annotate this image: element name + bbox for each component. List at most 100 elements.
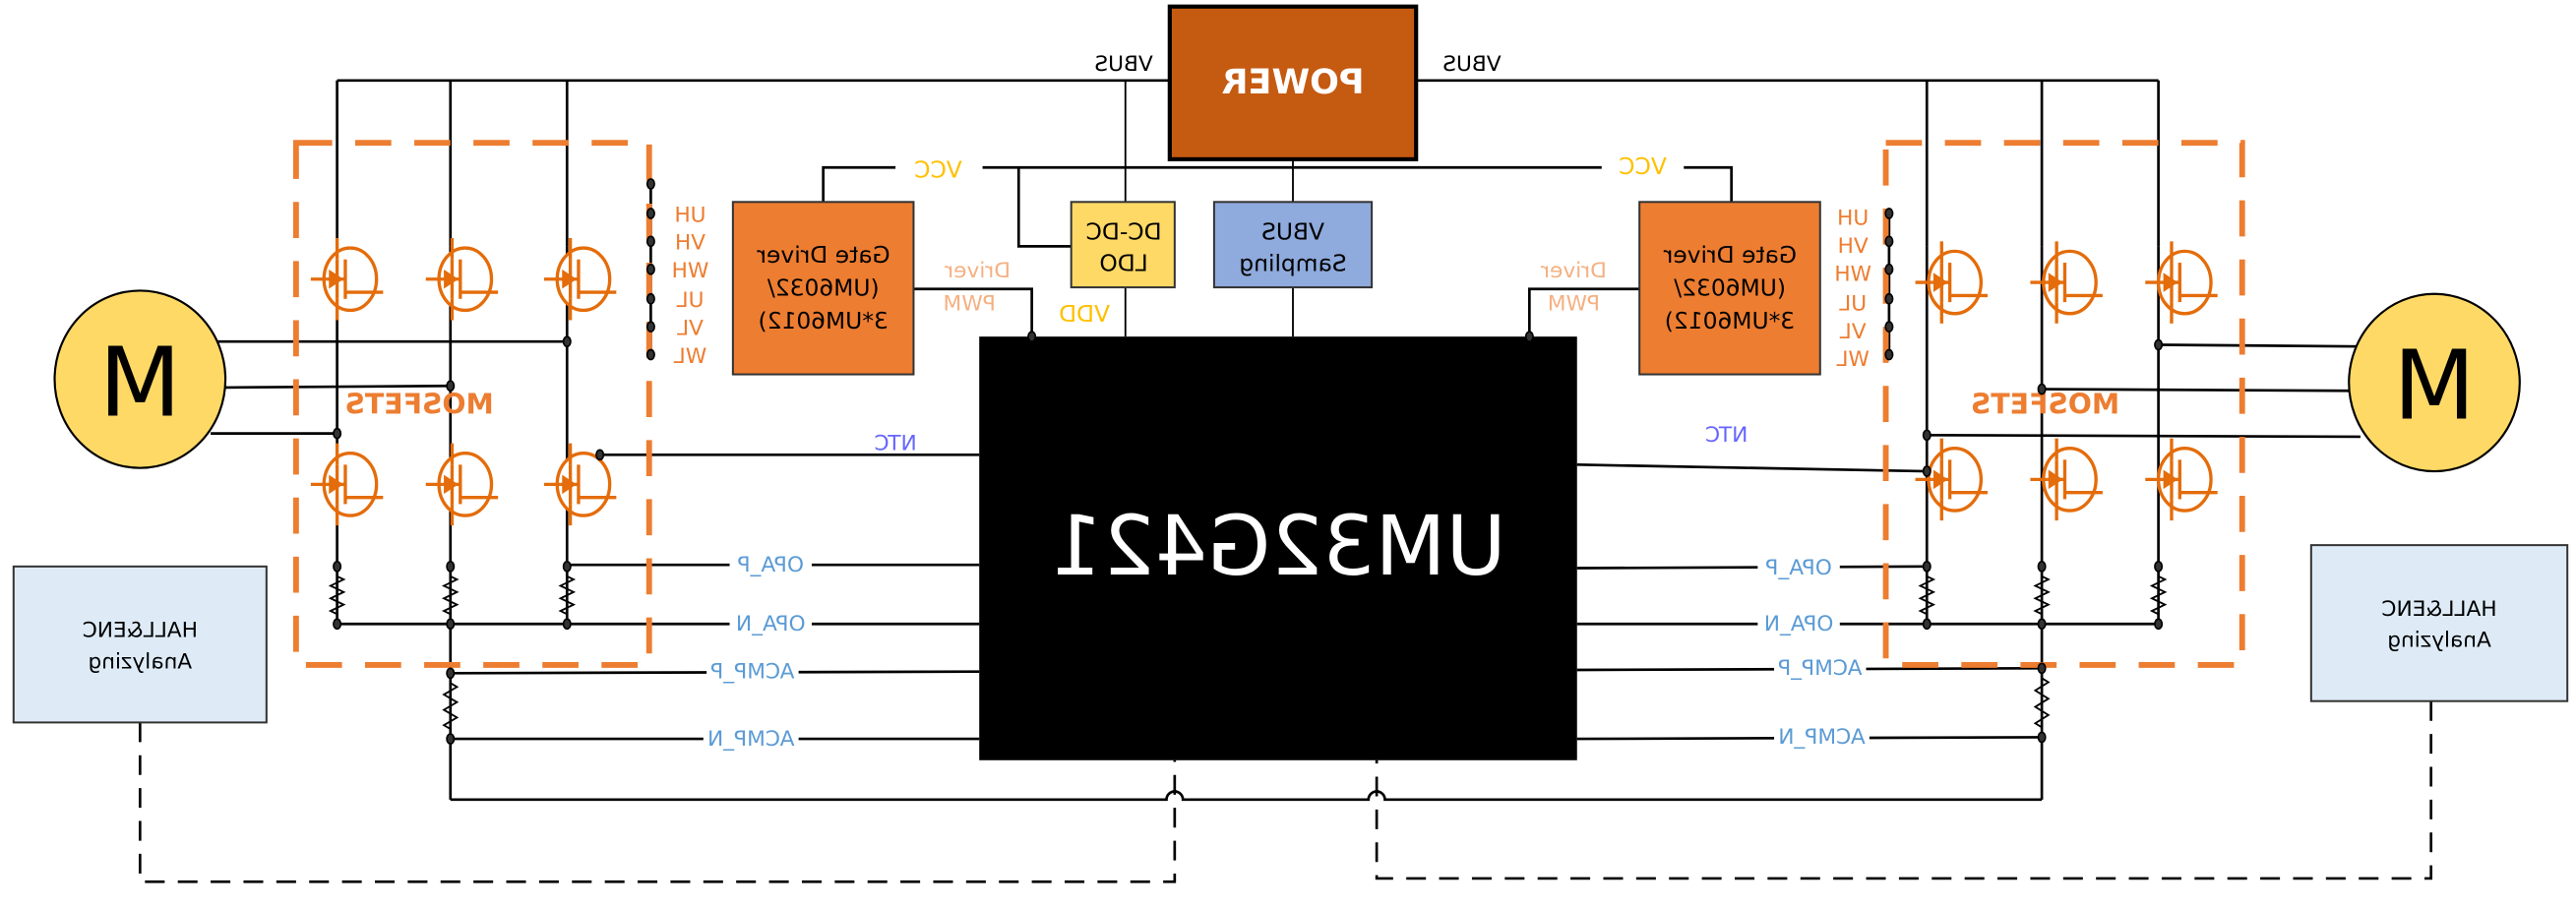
driver-label-right: Driver: [1541, 259, 1607, 283]
vbus-sampling-line1: VBUS: [1261, 218, 1324, 246]
junction-dot: [2037, 618, 2047, 631]
junction-dot: [2037, 560, 2047, 573]
mosfet-icon: [310, 443, 384, 526]
junction-dot: [645, 263, 655, 275]
resistor-icon: [2149, 566, 2168, 625]
junction-dot: [1922, 465, 1932, 477]
junction-dot: [595, 449, 605, 461]
junction-dot: [446, 733, 456, 745]
mosfet-icon: [425, 443, 499, 526]
resistor-icon: [1918, 566, 1936, 625]
junction-dot: [645, 348, 655, 361]
gate-driver-right: [1638, 201, 1821, 376]
pin-uh-right: UH: [1837, 207, 1869, 231]
mosfet-icon: [425, 238, 499, 321]
motor-right: [2348, 292, 2521, 473]
gate-driver-left-line3: 3*UM6012): [758, 307, 888, 334]
junction-dot: [1884, 321, 1894, 333]
junction-dot: [1884, 348, 1894, 361]
junction-dot: [1884, 263, 1894, 275]
resistor-icon: [558, 566, 577, 625]
gate-driver-right-line1: Gate Driver: [1663, 241, 1797, 269]
junction-dot: [562, 618, 572, 631]
mosfet-icon: [2145, 241, 2218, 324]
junction-dot: [333, 427, 342, 440]
hall-left-line2: Analyzing: [88, 649, 192, 674]
junction-dot: [333, 560, 342, 573]
mosfets-label-left: MOSFETS: [344, 389, 493, 421]
vbus-sampling-line2: Sampling: [1239, 249, 1346, 276]
junction-dots: [333, 178, 2164, 745]
junction-dot: [446, 667, 456, 680]
vcc-label-left: VCC: [914, 155, 962, 183]
dcdc-ldo-block: [1070, 201, 1176, 289]
dcdc-label: DC-DC: [1086, 218, 1162, 246]
hall-right-line1: HALL&ENC: [2381, 597, 2496, 622]
pin-ul-left: UL: [676, 288, 704, 313]
opa-n-left: OPA_N: [736, 612, 806, 636]
junction-dot: [1922, 560, 1932, 573]
pins-right: UH VH WH UL VL WL: [1834, 207, 1871, 373]
pwm-label-left: PWM: [944, 291, 996, 316]
motor-right-label: M: [2393, 331, 2476, 442]
resistor-icon: [441, 566, 460, 625]
resistor-icon: [2033, 566, 2051, 625]
mosfet-icon: [2030, 241, 2103, 324]
mosfets-label-right: MOSFETS: [1971, 389, 2119, 421]
acmp-p-left: ACMP_P: [710, 659, 794, 684]
hall-enc-left: [12, 565, 268, 724]
mosfet-icon: [1915, 241, 1989, 324]
junction-dot: [645, 292, 655, 305]
pins-left: UH VH WH UL VL WL: [672, 203, 709, 369]
pin-vh-left: VH: [675, 231, 705, 256]
pin-wh-right: WH: [1834, 262, 1871, 286]
mosfet-icon: [543, 238, 617, 321]
opa-p-right: OPA_P: [1765, 556, 1832, 580]
junction-dot: [1884, 292, 1894, 305]
pin-uh-left: UH: [674, 203, 705, 227]
hall-left-line1: HALL&ENC: [83, 619, 198, 643]
resistors: [328, 566, 2168, 740]
mosfet-icon: [310, 238, 384, 321]
mosfets: [310, 238, 2218, 526]
junction-dot: [2037, 731, 2047, 744]
mosfet-icon: [543, 443, 617, 526]
pin-wl-right: WL: [1836, 347, 1870, 372]
junction-dot: [645, 321, 655, 333]
junction-dot: [446, 618, 456, 631]
gate-driver-left-line2: (UM6032/: [767, 273, 880, 301]
mosfet-icon: [2030, 438, 2103, 521]
junction-dot: [1922, 429, 1932, 442]
junction-dot: [645, 208, 655, 219]
resistor-icon: [2033, 668, 2051, 738]
pin-vh-right: VH: [1838, 234, 1869, 259]
mcu-label: UM32G421: [1050, 499, 1505, 594]
acmp-n-left: ACMP_N: [707, 727, 794, 752]
gate-driver-left: [731, 201, 915, 376]
signal-labels: OPA_P OPA_N ACMP_P ACMP_N OPA_P OPA_N AC…: [703, 551, 1870, 752]
junction-dot: [1027, 331, 1037, 343]
junction-dot: [1884, 235, 1894, 248]
junction-dot: [562, 560, 572, 573]
motor-left: [53, 289, 227, 469]
junction-dot: [333, 618, 342, 631]
gate-driver-right-line2: (UM6032/: [1674, 273, 1786, 301]
pin-ul-right: UL: [1839, 291, 1867, 316]
gate-driver-pins: UH VH WH UL VL WL UH VH WH UL VL WL: [672, 203, 1871, 372]
pin-wh-left: WH: [672, 259, 709, 283]
mosfet-group-right: [1882, 140, 2245, 668]
pin-vl-left: VL: [677, 316, 704, 340]
opa-p-left: OPA_P: [737, 553, 804, 577]
gate-driver-left-line1: Gate Driver: [757, 241, 890, 269]
gate-driver-right-line3: 3*UM6012): [1665, 307, 1795, 334]
junction-dot: [446, 380, 456, 393]
junction-dot: [645, 178, 655, 190]
mosfet-group-left: [292, 140, 652, 668]
vdd-label: VDD: [1059, 300, 1110, 328]
opa-n-right: OPA_N: [1764, 612, 1834, 636]
ntc-label-left: NTC: [874, 431, 916, 455]
driver-label-left: Driver: [945, 259, 1011, 283]
vcc-label-right: VCC: [1619, 152, 1667, 180]
junction-dot: [1884, 208, 1894, 219]
